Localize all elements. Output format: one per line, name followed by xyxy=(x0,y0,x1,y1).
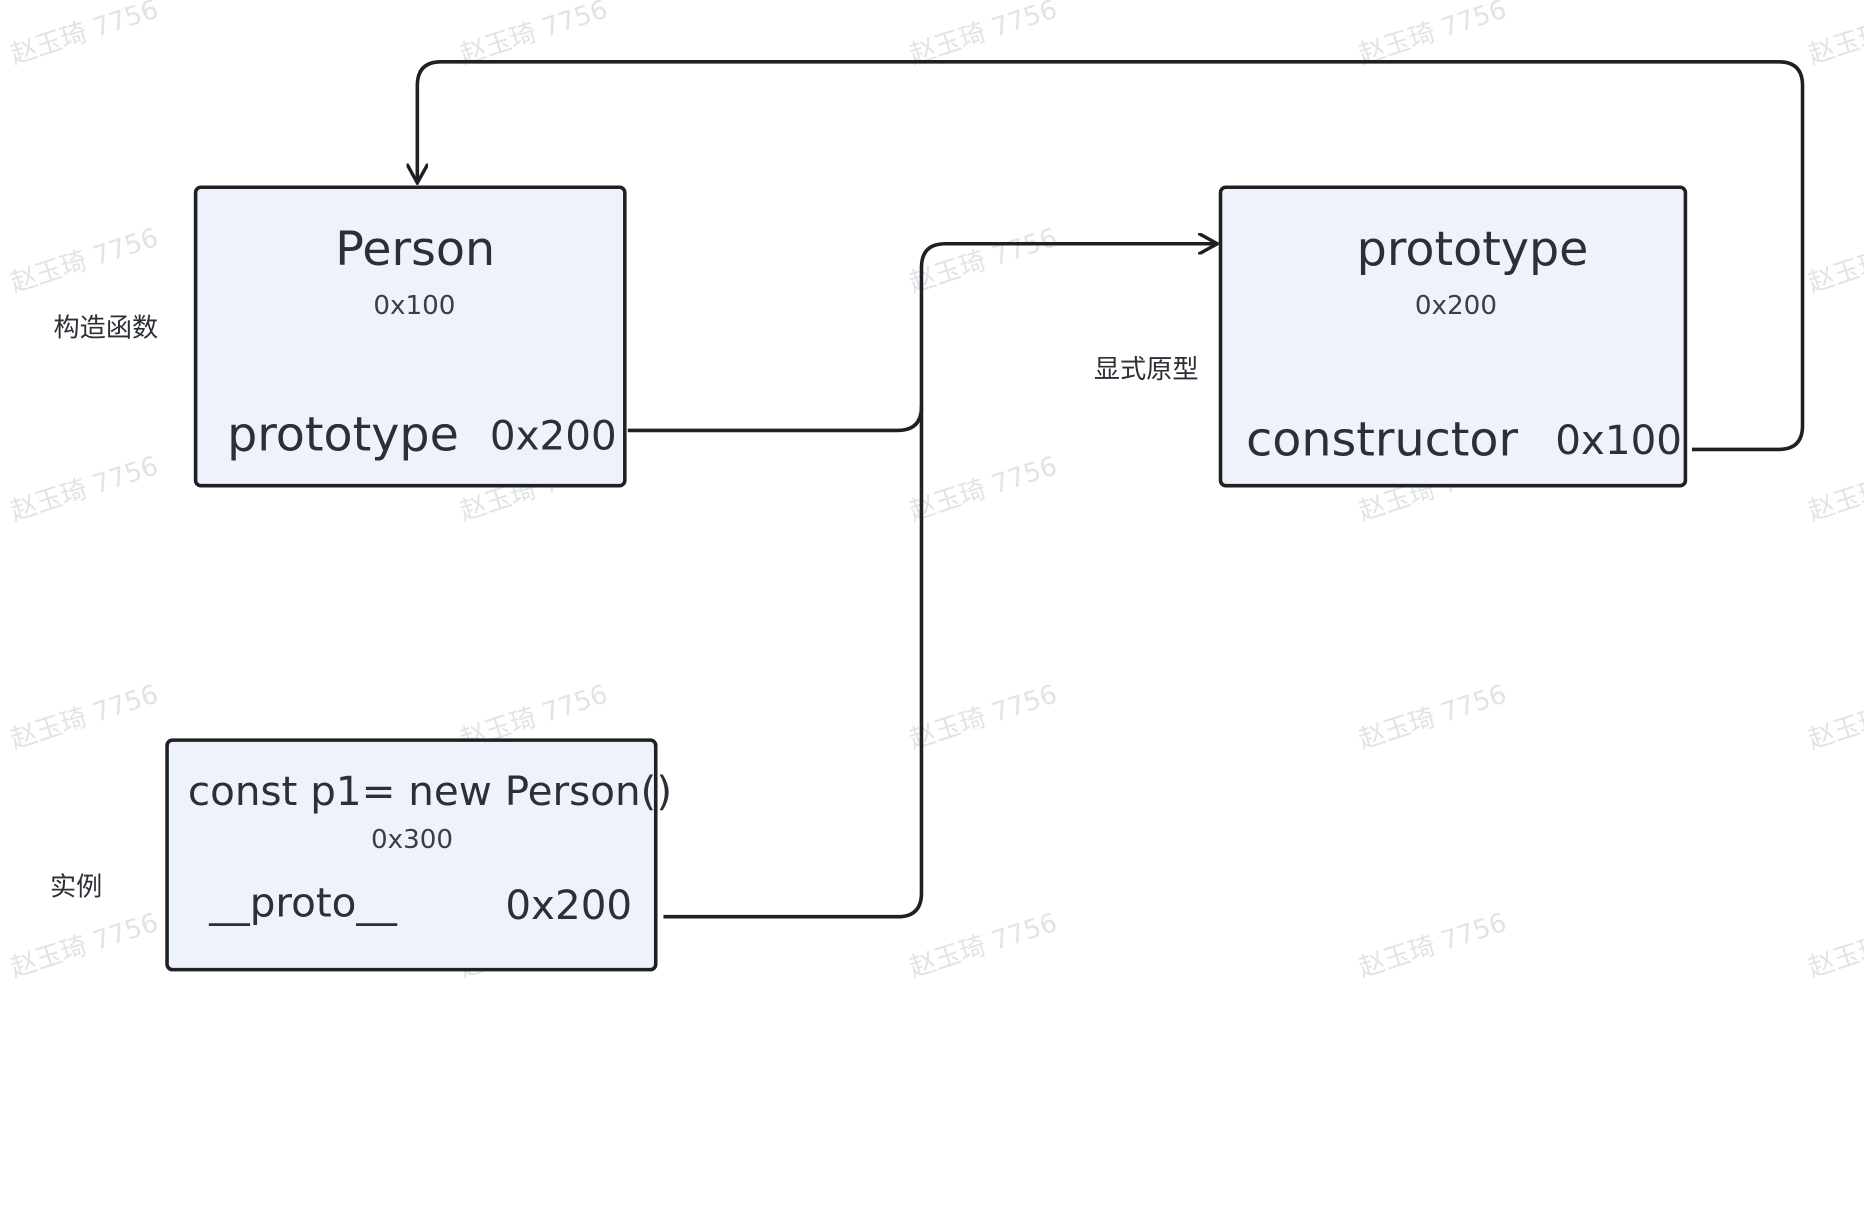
prototype-object-box: prototype 0x200 constructor 0x100 xyxy=(1218,185,1688,488)
instance-proto-field: __proto__ xyxy=(209,879,397,928)
person-prototype-value: 0x200 xyxy=(489,412,617,461)
instance-address: 0x300 xyxy=(370,825,454,855)
person-constructor-box: Person 0x100 prototype 0x200 xyxy=(193,185,627,488)
person-prototype-connector xyxy=(627,244,1215,433)
person-prototype-field: prototype xyxy=(227,407,459,463)
prototype-title: prototype xyxy=(1356,222,1589,278)
prototype-constructor-field: constructor xyxy=(1246,412,1519,468)
instance-proto-value: 0x200 xyxy=(505,882,633,930)
person-address: 0x100 xyxy=(373,291,456,322)
connector-lines xyxy=(0,60,1805,919)
person-title: Person xyxy=(335,222,496,278)
constructor-to-person-connector xyxy=(417,60,1805,452)
prototype-address: 0x200 xyxy=(1414,291,1497,322)
instance-proto-connector xyxy=(663,406,924,919)
instance-title: const p1= new Person() xyxy=(187,768,673,816)
instance-box: const p1= new Person() 0x300 __proto__ 0… xyxy=(165,738,672,972)
instance-label: 实例 xyxy=(49,872,103,903)
explicit-prototype-label: 显式原型 xyxy=(1093,355,1199,386)
prototype-constructor-value: 0x100 xyxy=(1555,417,1683,465)
constructor-function-label: 构造函数 xyxy=(53,313,159,344)
